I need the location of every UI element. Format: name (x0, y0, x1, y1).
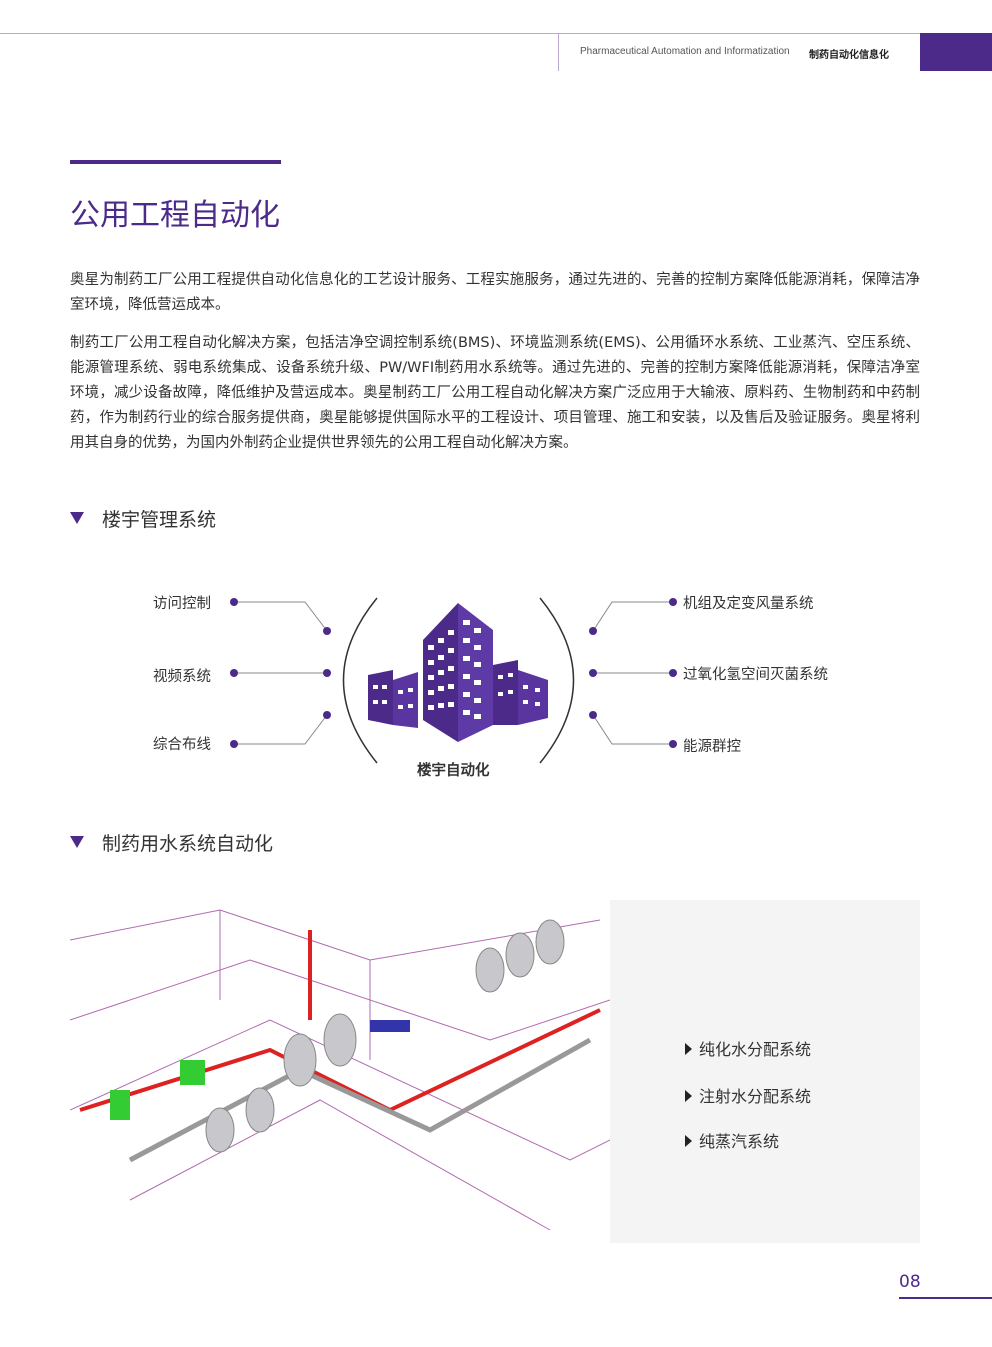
bms-item-vav: 机组及定变风量系统 (683, 596, 814, 612)
water-item-label: 注射水分配系统 (699, 1087, 812, 1106)
section-heading-bms: 楼宇管理系统 (70, 505, 216, 532)
bms-diagram-lines (230, 597, 677, 764)
header-chinese: 制药自动化信息化 (809, 50, 889, 61)
header-english: Pharmaceutical Automation and Informatiz… (580, 46, 790, 57)
title-accent-bar (70, 160, 281, 164)
water-item: 纯蒸汽系统 (685, 1128, 779, 1152)
water-item-label: 纯化水分配系统 (699, 1040, 812, 1059)
water-item: 纯化水分配系统 (685, 1036, 811, 1060)
section-title: 楼宇管理系统 (102, 509, 217, 531)
bms-center-label: 楼宇自动化 (417, 763, 490, 779)
header-rule (0, 33, 920, 34)
bms-item-vhp: 过氧化氢空间灭菌系统 (683, 667, 828, 683)
triangle-right-icon (685, 1090, 692, 1102)
building-icon (368, 603, 548, 742)
triangle-right-icon (685, 1043, 692, 1055)
body-paragraph: 制药工厂公用工程自动化解决方案，包括洁净空调控制系统(BMS)、环境监测系统(E… (70, 335, 920, 451)
bms-item-cabling: 综合布线 (153, 737, 211, 753)
page-title: 公用工程自动化 (70, 198, 280, 233)
triangle-right-icon (685, 1135, 692, 1147)
page-number-rule (899, 1297, 992, 1299)
water-item: 注射水分配系统 (685, 1083, 811, 1107)
triangle-down-icon (70, 512, 84, 524)
page-number: 08 (899, 1272, 921, 1292)
bms-item-energy: 能源群控 (683, 739, 741, 755)
intro-paragraph: 奥星为制药工厂公用工程提供自动化信息化的工艺设计服务、工程实施服务，通过先进的、… (70, 272, 920, 313)
water-item-label: 纯蒸汽系统 (699, 1132, 780, 1151)
bms-item-access-control: 访问控制 (153, 596, 211, 612)
water-system-panel (69, 900, 920, 1243)
section-title: 制药用水系统自动化 (102, 833, 274, 855)
header-accent-block (920, 33, 992, 71)
header-divider (558, 33, 559, 71)
triangle-down-icon (70, 836, 84, 848)
section-heading-water: 制药用水系统自动化 (70, 829, 273, 856)
bms-item-video: 视频系统 (153, 669, 211, 685)
plant-3d-illustration (69, 900, 611, 1243)
